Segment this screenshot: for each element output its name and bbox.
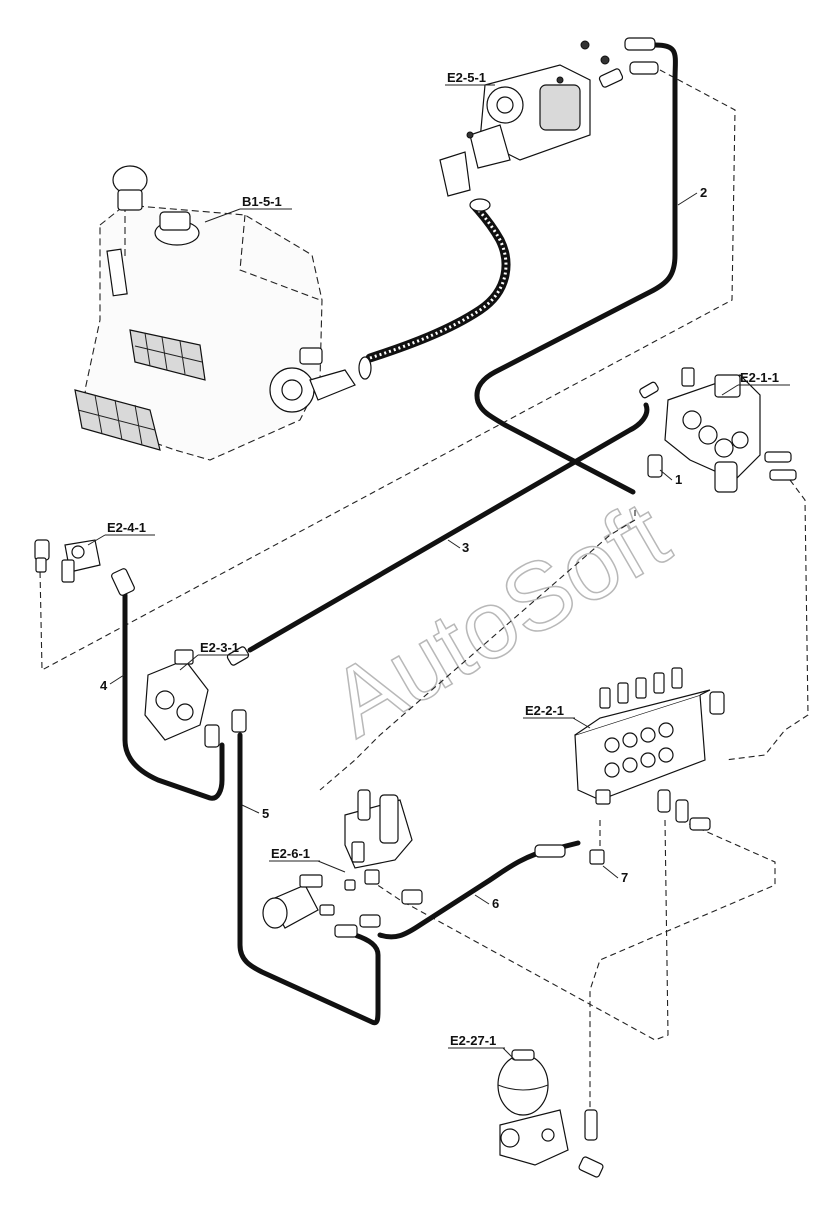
hoses xyxy=(122,42,678,1026)
label-valve-mid: E2-3-1 xyxy=(200,640,239,655)
hose-label-5: 5 xyxy=(262,806,269,821)
hose-2 xyxy=(474,42,678,495)
hydraulic-pump xyxy=(439,37,659,212)
hose-suction xyxy=(365,201,511,363)
step-lower xyxy=(74,389,161,451)
label-tank: B1-5-1 xyxy=(242,194,282,209)
valve-block xyxy=(262,789,605,938)
middle-valve xyxy=(144,646,250,748)
valve-bank xyxy=(574,667,725,831)
main-control-valve xyxy=(639,367,797,493)
hose-label-7: 7 xyxy=(621,870,628,885)
label-accumulator: E2-27-1 xyxy=(450,1033,496,1048)
hose-4 xyxy=(122,592,225,801)
label-valve-block: E2-6-1 xyxy=(271,846,310,861)
label-valve-main: E2-1-1 xyxy=(740,370,779,385)
hose-label-3: 3 xyxy=(462,540,469,555)
left-valve xyxy=(34,539,135,596)
accumulator xyxy=(497,1049,604,1178)
hose-callouts: 1 2 3 4 5 6 7 xyxy=(100,185,707,911)
hose-label-1: 1 xyxy=(675,472,682,487)
label-valve-left: E2-4-1 xyxy=(107,520,146,535)
hose-3 xyxy=(247,402,650,653)
hydraulic-tank xyxy=(74,165,372,461)
step-upper xyxy=(129,329,206,381)
hose-5 xyxy=(237,732,381,1026)
label-valve-bank: E2-2-1 xyxy=(525,703,564,718)
label-pump: E2-5-1 xyxy=(447,70,486,85)
hose-label-6: 6 xyxy=(492,896,499,911)
hose-label-2: 2 xyxy=(700,185,707,200)
hose-label-4: 4 xyxy=(100,678,108,693)
